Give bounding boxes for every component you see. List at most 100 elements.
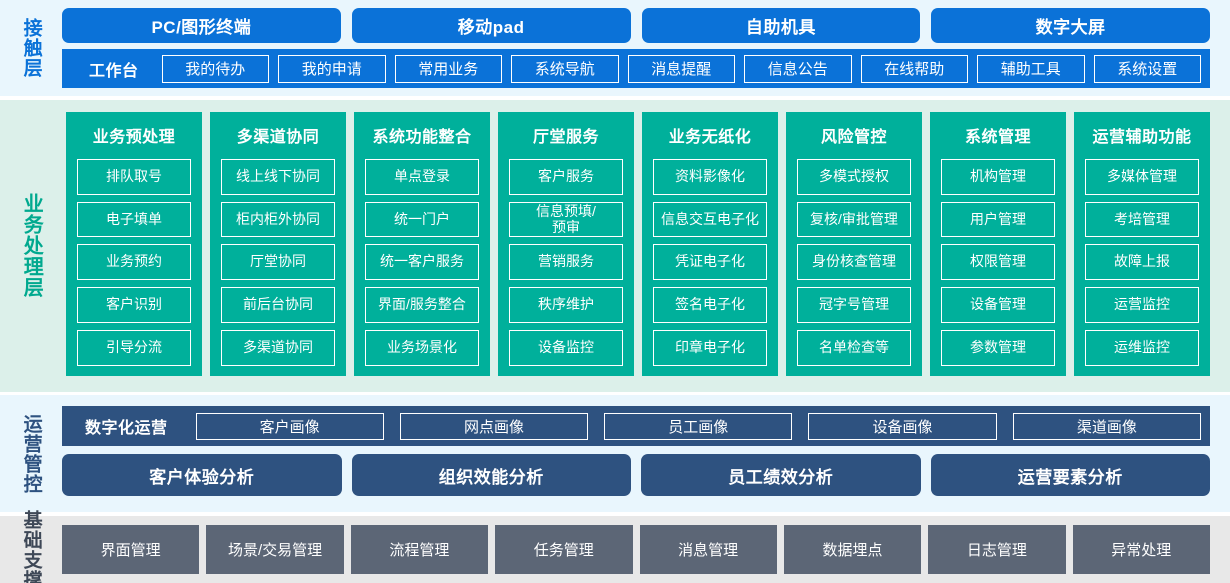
- foundation-item-ui-management[interactable]: 界面管理: [62, 525, 200, 575]
- biz-item[interactable]: 签名电子化: [653, 287, 767, 323]
- workbench-item-aux-tools[interactable]: 辅助工具: [977, 54, 1085, 83]
- channel-mobile-pad[interactable]: 移动pad: [351, 8, 631, 44]
- biz-item[interactable]: 信息预填/ 预审: [509, 201, 623, 238]
- foundation-item-task-management[interactable]: 任务管理: [495, 525, 633, 575]
- workbench-item-common-business[interactable]: 常用业务: [394, 54, 503, 83]
- biz-item[interactable]: 界面/服务整合: [365, 287, 479, 323]
- foundation-item-exception-handling[interactable]: 异常处理: [1072, 525, 1210, 575]
- analysis-employee-performance[interactable]: 员工绩效分析: [641, 454, 921, 497]
- biz-item[interactable]: 资料影像化: [653, 158, 767, 195]
- biz-column-title: 业务预处理: [92, 128, 176, 146]
- biz-item[interactable]: 单点登录: [365, 158, 479, 195]
- biz-column-pretreatment: 业务预处理 排队取号 电子填单 业务预约 客户识别 引导分流: [66, 111, 202, 376]
- biz-item[interactable]: 复核/审批管理: [797, 201, 911, 238]
- biz-column-operation-support: 运营辅助功能 多媒体管理 考培管理 故障上报 运营监控 运维监控: [1074, 111, 1210, 376]
- channel-row: PC/图形终端 移动pad 自助机具 数字大屏: [62, 8, 1210, 44]
- biz-item[interactable]: 客户服务: [509, 158, 623, 195]
- channel-self-service[interactable]: 自助机具: [641, 8, 921, 44]
- biz-item[interactable]: 引导分流: [77, 329, 191, 366]
- portrait-item-employee[interactable]: 员工画像: [604, 412, 793, 440]
- biz-item[interactable]: 多模式授权: [797, 158, 911, 195]
- channel-digital-screen[interactable]: 数字大屏: [931, 8, 1210, 44]
- contact-layer: 接触层 PC/图形终端 移动pad 自助机具 数字大屏 工作台 我的待办 我的申…: [0, 0, 1230, 96]
- biz-column-multichannel: 多渠道协同 线上线下协同 柜内柜外协同 厅堂协同 前后台协同 多渠道协同: [210, 111, 346, 376]
- biz-item[interactable]: 运营监控: [1085, 287, 1199, 323]
- foundation-item-message-management[interactable]: 消息管理: [639, 525, 777, 575]
- biz-column-title: 系统管理: [964, 128, 1031, 146]
- biz-item[interactable]: 运维监控: [1085, 329, 1199, 366]
- workbench-item-my-application[interactable]: 我的申请: [278, 54, 386, 83]
- biz-item[interactable]: 统一门户: [365, 201, 479, 238]
- foundation-item-log-management[interactable]: 日志管理: [928, 525, 1066, 575]
- analysis-customer-experience[interactable]: 客户体验分析: [62, 454, 342, 497]
- foundation-item-data-tracking[interactable]: 数据埋点: [783, 525, 922, 575]
- biz-item[interactable]: 多渠道协同: [221, 329, 335, 366]
- analysis-organization-efficiency[interactable]: 组织效能分析: [351, 454, 631, 497]
- biz-item[interactable]: 信息交互电子化: [653, 201, 767, 238]
- operations-layer: 运营管控 数字化运营 客户画像 网点画像 员工画像 设备画像 渠道画像 客户体验…: [0, 395, 1230, 513]
- foundation-item-scene-transaction[interactable]: 场景/交易管理: [206, 525, 344, 575]
- layer-divider-1: [0, 96, 1230, 100]
- biz-column-title: 系统功能整合: [372, 128, 472, 146]
- biz-column-title: 业务无纸化: [668, 128, 752, 146]
- channel-pc[interactable]: PC/图形终端: [62, 8, 341, 44]
- biz-item[interactable]: 设备监控: [509, 329, 623, 366]
- workbench-item-my-todo[interactable]: 我的待办: [161, 54, 270, 83]
- biz-item[interactable]: 厅堂协同: [221, 244, 335, 281]
- biz-item[interactable]: 电子填单: [77, 201, 191, 238]
- biz-item[interactable]: 设备管理: [941, 287, 1055, 323]
- workbench-item-announcement[interactable]: 信息公告: [744, 54, 852, 83]
- foundation-item-process-management[interactable]: 流程管理: [350, 525, 489, 575]
- workbench-item-system-nav[interactable]: 系统导航: [511, 54, 619, 83]
- layer-divider-2: [0, 391, 1230, 396]
- workbench-item-system-settings[interactable]: 系统设置: [1093, 54, 1202, 83]
- biz-item[interactable]: 冠字号管理: [797, 287, 911, 323]
- biz-item[interactable]: 名单检查等: [797, 329, 911, 366]
- contact-layer-label: 接触层: [20, 18, 42, 78]
- biz-item[interactable]: 用户管理: [941, 201, 1055, 238]
- biz-column-lobby-service: 厅堂服务 客户服务 信息预填/ 预审 营销服务 秩序维护 设备监控: [498, 111, 634, 376]
- foundation-layer: 基础支撑 界面管理 场景/交易管理 流程管理 任务管理 消息管理 数据埋点 日志…: [0, 509, 1230, 583]
- biz-item[interactable]: 线上线下协同: [221, 158, 335, 195]
- foundation-layer-label: 基础支撑: [20, 509, 42, 583]
- biz-item[interactable]: 故障上报: [1085, 244, 1199, 281]
- biz-item[interactable]: 身份核查管理: [797, 244, 911, 281]
- biz-item[interactable]: 排队取号: [77, 158, 191, 195]
- digital-operation-bar: 数字化运营 客户画像 网点画像 员工画像 设备画像 渠道画像: [62, 406, 1210, 447]
- workbench-item-online-help[interactable]: 在线帮助: [860, 54, 969, 83]
- portrait-item-branch[interactable]: 网点画像: [399, 412, 589, 440]
- portrait-item-customer[interactable]: 客户画像: [195, 412, 384, 440]
- portrait-item-device[interactable]: 设备画像: [808, 412, 997, 440]
- biz-column-title: 风险管控: [820, 128, 887, 146]
- biz-column-title: 运营辅助功能: [1092, 128, 1192, 146]
- workbench-title: 工作台: [89, 62, 139, 80]
- biz-item[interactable]: 秩序维护: [509, 287, 623, 323]
- biz-column-system-integration: 系统功能整合 单点登录 统一门户 统一客户服务 界面/服务整合 业务场景化: [354, 111, 490, 376]
- business-layer-label: 业务处理层: [20, 193, 43, 299]
- portrait-item-channel[interactable]: 渠道画像: [1012, 412, 1201, 440]
- biz-item[interactable]: 前后台协同: [221, 287, 335, 323]
- biz-column-system-management: 系统管理 机构管理 用户管理 权限管理 设备管理 参数管理: [930, 111, 1066, 376]
- workbench-item-message-alert[interactable]: 消息提醒: [627, 54, 736, 83]
- operations-layer-body: 数字化运营 客户画像 网点画像 员工画像 设备画像 渠道画像 客户体验分析 组织…: [62, 395, 1230, 512]
- biz-item[interactable]: 柜内柜外协同: [221, 201, 335, 238]
- biz-item[interactable]: 印章电子化: [653, 329, 767, 366]
- operations-layer-label: 运营管控: [20, 413, 42, 494]
- biz-column-paperless: 业务无纸化 资料影像化 信息交互电子化 凭证电子化 签名电子化 印章电子化: [642, 111, 778, 376]
- analysis-operation-elements[interactable]: 运营要素分析: [930, 454, 1210, 497]
- biz-item[interactable]: 参数管理: [941, 329, 1055, 366]
- biz-item[interactable]: 凭证电子化: [653, 244, 767, 281]
- biz-item[interactable]: 业务场景化: [365, 329, 479, 366]
- foundation-layer-body: 界面管理 场景/交易管理 流程管理 任务管理 消息管理 数据埋点 日志管理 异常…: [62, 516, 1230, 583]
- biz-item[interactable]: 权限管理: [941, 244, 1055, 281]
- biz-item[interactable]: 业务预约: [77, 244, 191, 281]
- biz-item[interactable]: 机构管理: [941, 158, 1055, 195]
- biz-item[interactable]: 营销服务: [509, 244, 623, 281]
- biz-item[interactable]: 统一客户服务: [365, 244, 479, 281]
- biz-item[interactable]: 客户识别: [77, 287, 191, 323]
- biz-item[interactable]: 多媒体管理: [1085, 158, 1199, 195]
- biz-item[interactable]: 考培管理: [1085, 201, 1199, 238]
- layer-divider-3: [0, 512, 1230, 517]
- contact-layer-body: PC/图形终端 移动pad 自助机具 数字大屏 工作台 我的待办 我的申请 常用…: [62, 0, 1230, 96]
- business-layer: 业务处理层 业务预处理 排队取号 电子填单 业务预约 客户识别 引导分流 多渠道…: [0, 99, 1230, 392]
